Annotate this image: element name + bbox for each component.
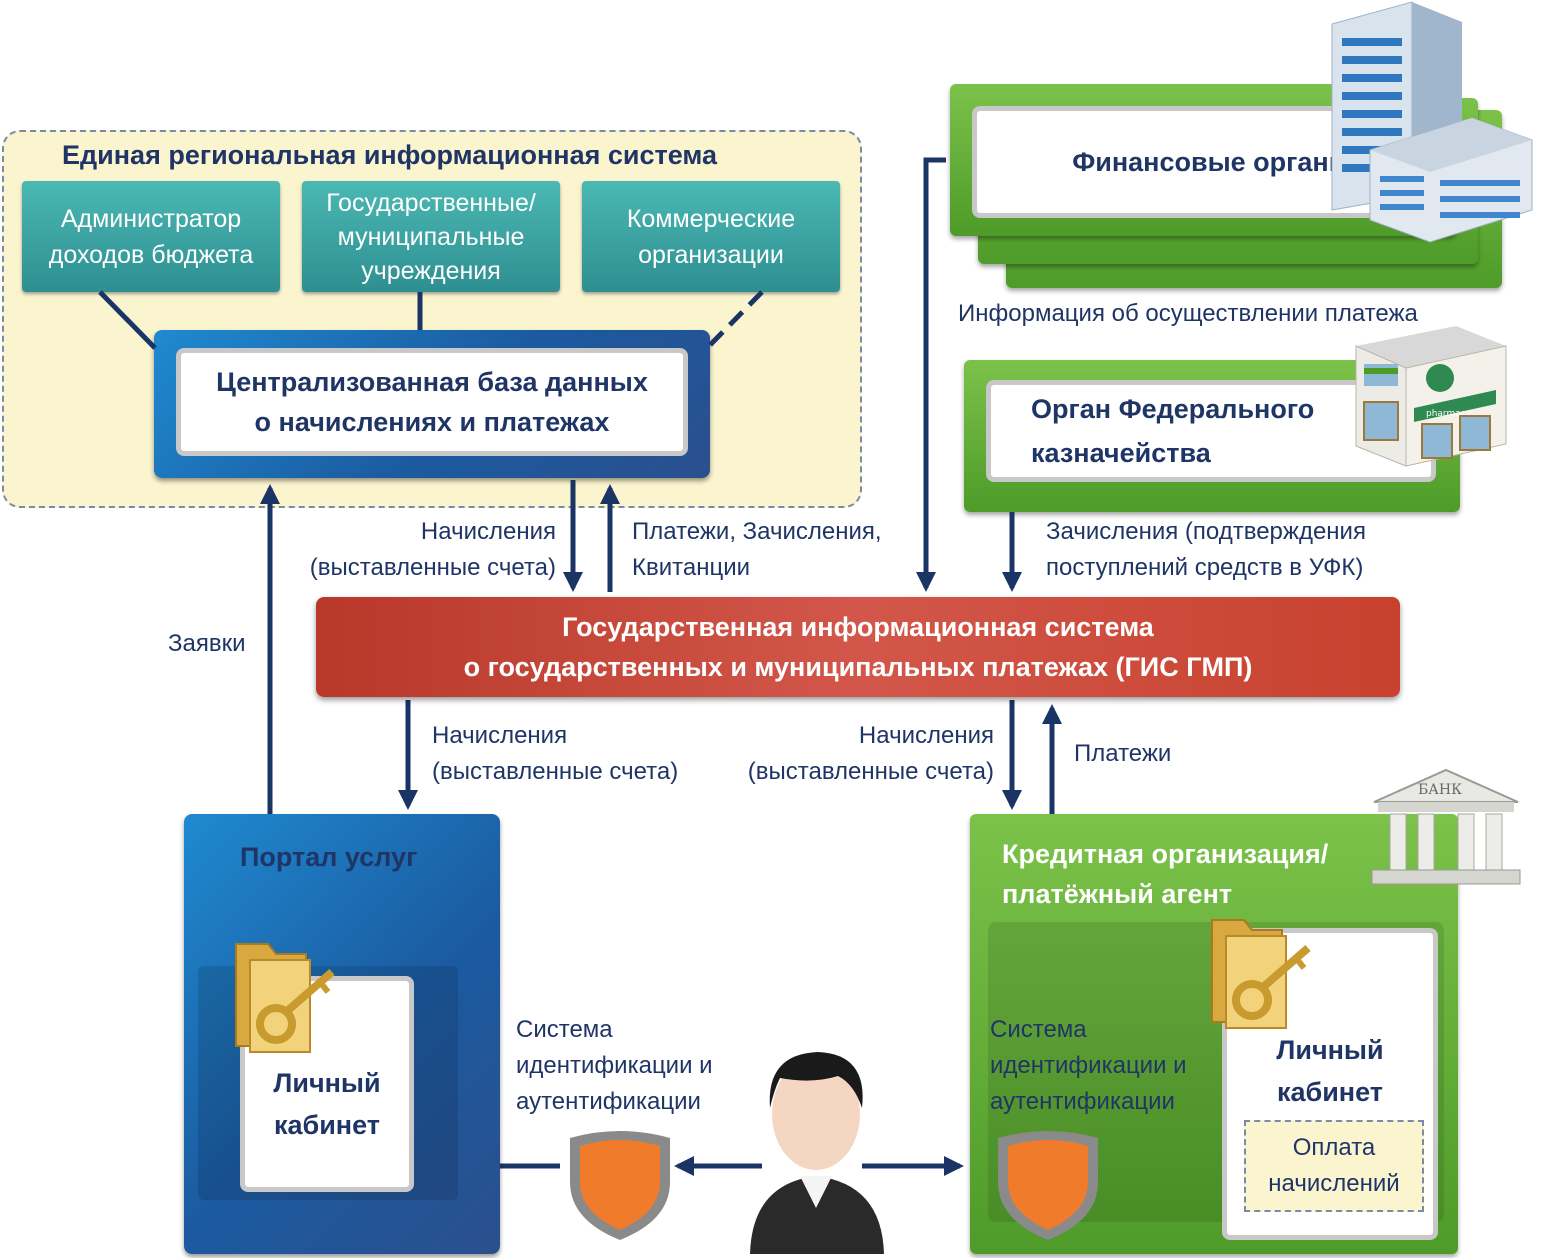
shield-icon: [998, 1131, 1098, 1240]
folder-key-icon: [1211, 919, 1311, 1029]
requests-label: Заявки: [168, 630, 246, 657]
user-icon: [750, 1052, 884, 1254]
payment-info-label: Информация об осуществлении платежа: [958, 300, 1418, 327]
payments-credits-label: Платежи, Зачисления, Квитанции: [632, 518, 882, 581]
folder-key-icon: [235, 943, 335, 1053]
state-institutions-box: Государственные/ муниципальные учреждени…: [302, 181, 560, 292]
bank-icon: БАНК: [1371, 768, 1521, 885]
services-portal-box: Портал услуг Личный кабинет: [184, 814, 500, 1254]
office-building-icon: [1331, 1, 1533, 243]
accruals-label-bank: Начисления (выставленные счета): [747, 722, 994, 785]
commercial-orgs-box: Коммерческие организации: [582, 181, 840, 292]
connector-commercial-db: [708, 290, 764, 347]
svg-text:БАНК: БАНК: [1418, 782, 1462, 798]
budget-revenue-admin-box: Администратор доходов бюджета: [22, 181, 280, 292]
portal-personal-cabinet[interactable]: Личный кабинет: [240, 976, 414, 1192]
gis-gmp-title-line1: Государственная информационная система: [562, 612, 1154, 642]
services-portal-title: Портал услуг: [240, 842, 418, 872]
payments-label: Платежи: [1074, 740, 1172, 767]
pharmacy-building-icon: pharmacy: [1355, 326, 1507, 467]
gis-gmp-title-line2: о государственных и муниципальных платеж…: [463, 652, 1253, 682]
central-database-box: Централизованная база данных о начислени…: [154, 330, 710, 478]
gis-gmp-box: Государственная информационная система о…: [316, 597, 1400, 697]
central-database-label: Централизованная база данных о начислени…: [176, 348, 688, 456]
connector-admin-db: [98, 290, 157, 350]
auth-system-label-left: Система идентификации и аутентификации: [516, 1016, 713, 1115]
svg-text:pharmacy: pharmacy: [1426, 409, 1472, 419]
pay-accruals-button[interactable]: Оплата начислений: [1244, 1120, 1424, 1212]
credits-label: Зачисления (подтверждения поступлений ср…: [1046, 518, 1366, 581]
accruals-label-top: Начисления (выставленные счета): [309, 518, 556, 581]
accruals-label-portal: Начисления (выставленные счета): [432, 722, 679, 785]
shield-icon: [570, 1131, 670, 1240]
arrow-finance-to-gis: [916, 157, 946, 592]
regional-system-title: Единая региональная информационная систе…: [62, 140, 717, 170]
auth-system-label-right: Система идентификации и аутентификации: [990, 1016, 1187, 1115]
credit-organization-title: Кредитная организация/ платёжный агент: [1002, 839, 1329, 909]
